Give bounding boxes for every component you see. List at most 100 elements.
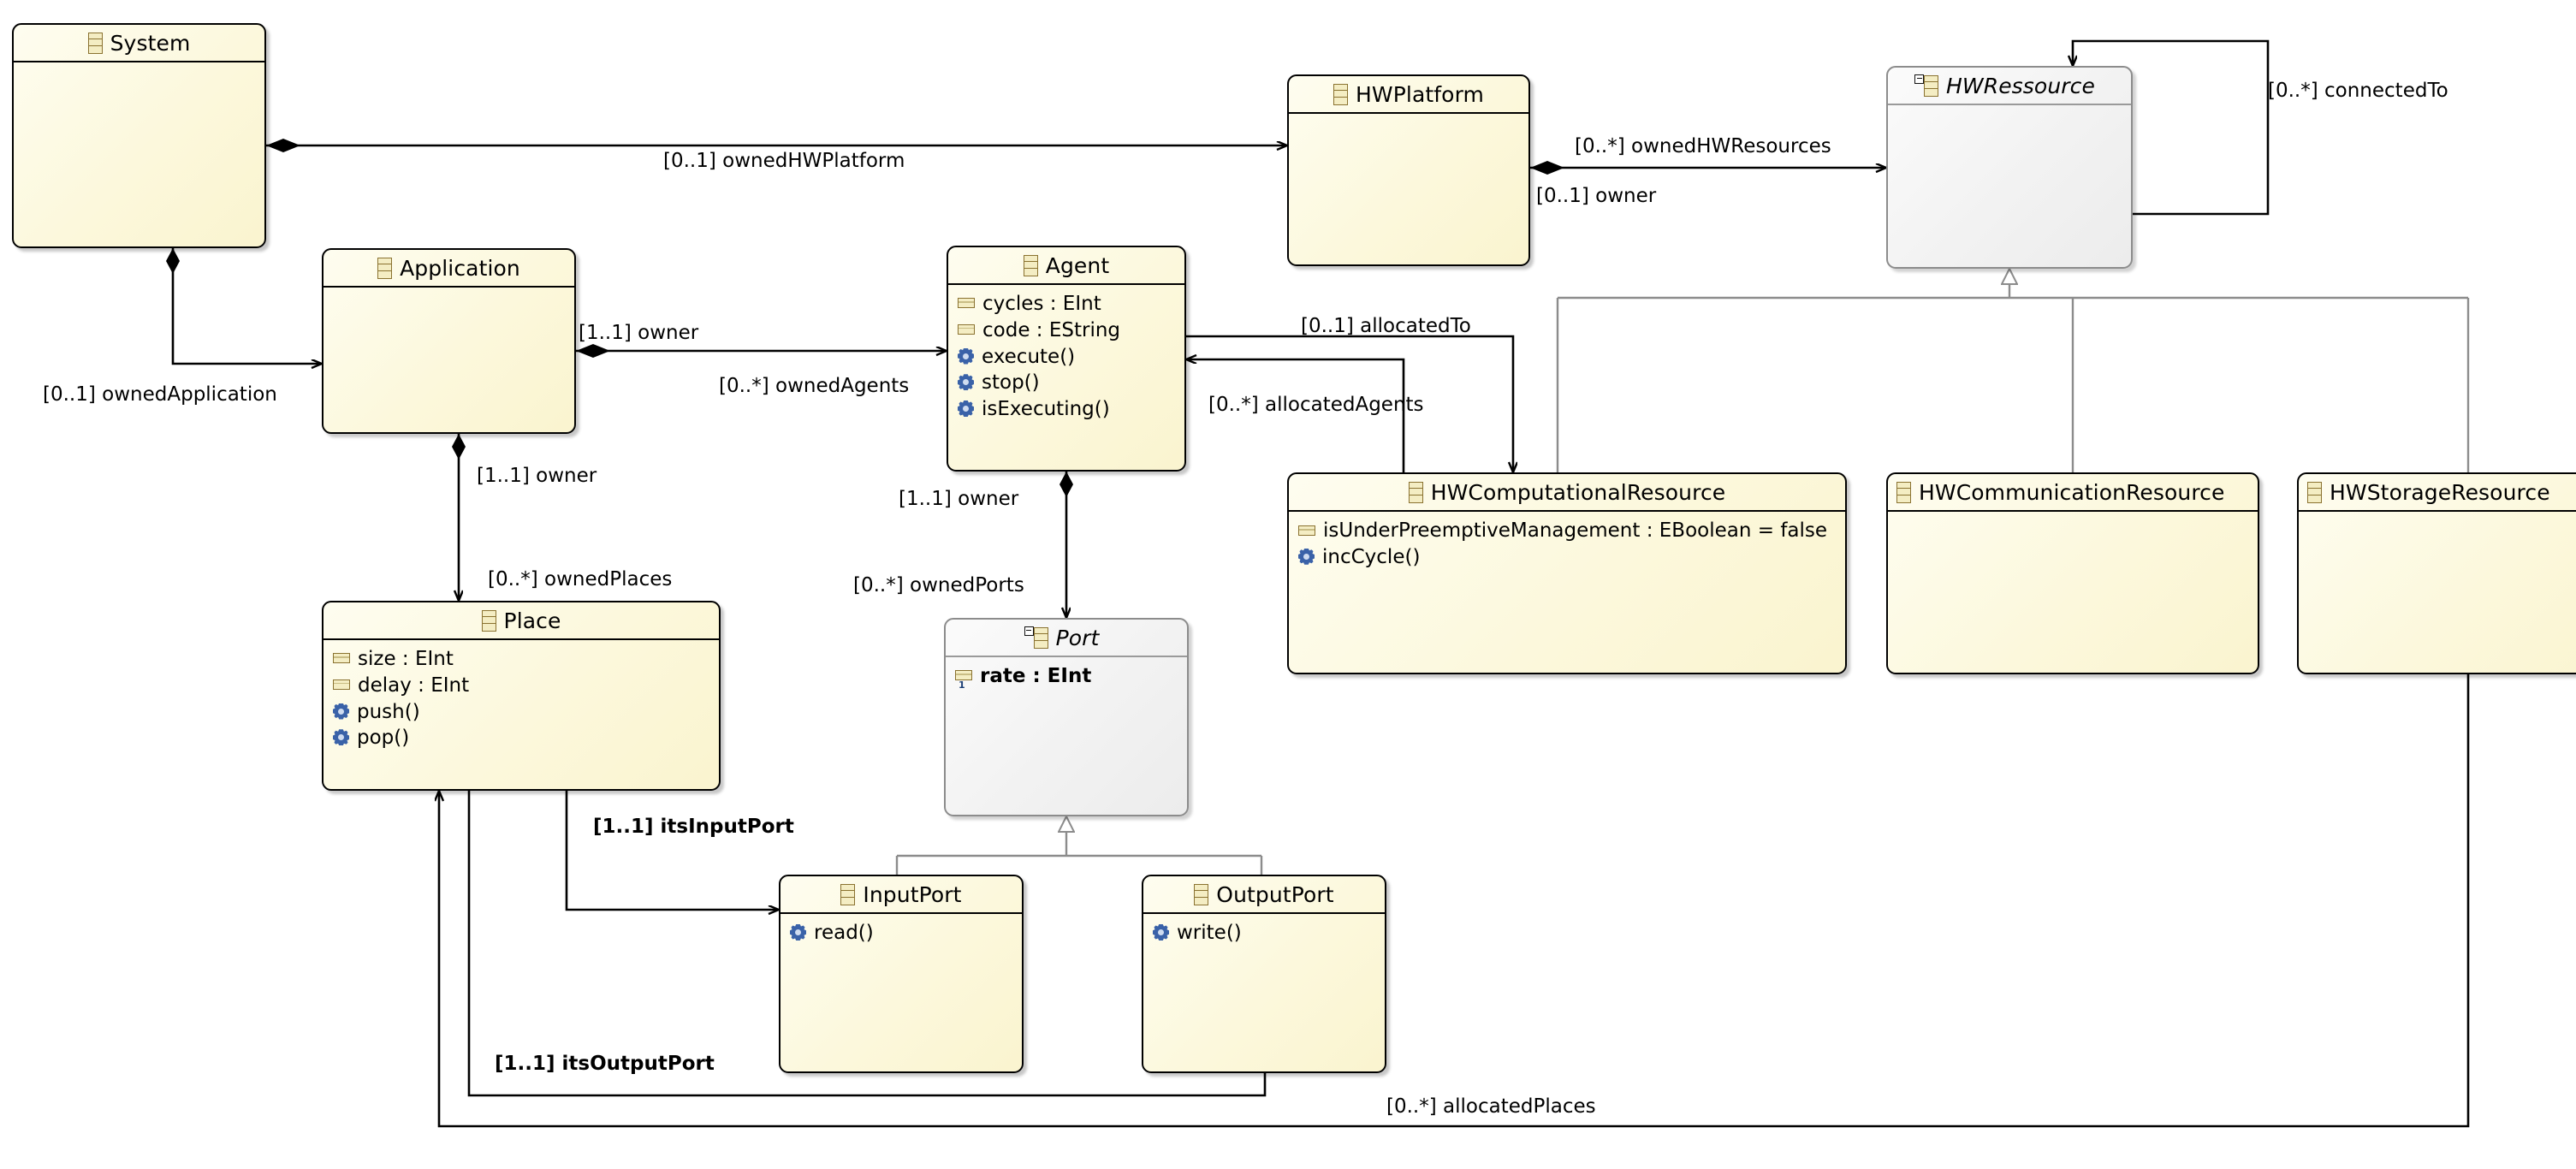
operation-label: write() bbox=[1177, 922, 1242, 944]
class-name-hwcomputationalresource: HWComputationalResource bbox=[1430, 479, 1726, 505]
attribute-row: isUnderPreemptiveManagement : EBoolean =… bbox=[1289, 518, 1845, 544]
class-body-system bbox=[14, 62, 264, 68]
operation-label: stop() bbox=[982, 371, 1040, 395]
class-box-inputport[interactable]: InputPort read() bbox=[779, 875, 1024, 1073]
class-icon bbox=[1023, 254, 1038, 276]
edge-label-allocatedplaces: [0..*] allocatedPlaces bbox=[1386, 1095, 1596, 1118]
operation-label: pop() bbox=[357, 727, 410, 750]
class-box-application[interactable]: Application bbox=[322, 248, 576, 434]
class-box-hwplatform[interactable]: HWPlatform bbox=[1287, 74, 1530, 266]
edge-label-itsinputport: [1..1] itsInputPort bbox=[593, 816, 794, 838]
operation-icon bbox=[958, 374, 974, 390]
class-header-system: System bbox=[14, 25, 264, 62]
edge-label-connectedto: [0..*] connectedTo bbox=[2268, 80, 2448, 102]
edge-label-ownedplaces: [0..*] ownedPlaces bbox=[488, 568, 673, 590]
operation-row: read() bbox=[781, 920, 1022, 946]
edge-hwplatform-ownedhwresources bbox=[1530, 161, 1886, 175]
class-box-system[interactable]: System bbox=[12, 23, 266, 248]
class-icon bbox=[1024, 626, 1048, 649]
class-name-hwstorageresource: HWStorageResource bbox=[2330, 479, 2550, 505]
class-box-hwcomputationalresource[interactable]: HWComputationalResource isUnderPreemptiv… bbox=[1287, 472, 1847, 674]
attribute-label: isUnderPreemptiveManagement : EBoolean =… bbox=[1323, 519, 1828, 542]
class-header-port: Port bbox=[946, 620, 1187, 657]
edge-label-owner-port: [1..1] owner bbox=[899, 488, 1019, 510]
attribute-label: size : EInt bbox=[358, 648, 454, 670]
attribute-icon bbox=[958, 298, 975, 308]
attribute-icon bbox=[958, 323, 975, 335]
class-header-agent: Agent bbox=[948, 247, 1184, 285]
attribute-icon bbox=[955, 670, 972, 690]
class-header-application: Application bbox=[323, 250, 574, 288]
attribute-row: code : EString bbox=[948, 317, 1184, 344]
class-icon bbox=[481, 609, 496, 632]
class-icon bbox=[1408, 481, 1423, 503]
attribute-row: delay : EInt bbox=[323, 673, 719, 699]
operation-row: pop() bbox=[323, 725, 719, 751]
class-body-hwplatform bbox=[1289, 114, 1528, 120]
operation-row: incCycle() bbox=[1289, 544, 1845, 571]
edge-label-owner-hwplatform: [0..1] owner bbox=[1536, 185, 1657, 207]
operation-label: push() bbox=[357, 700, 420, 723]
generalization-port bbox=[895, 816, 1263, 875]
edge-label-allocatedto: [0..1] allocatedTo bbox=[1301, 315, 1471, 337]
class-name-hwcommunicationresource: HWCommunicationResource bbox=[1919, 479, 2225, 505]
class-box-hwcommunicationresource[interactable]: HWCommunicationResource bbox=[1886, 472, 2259, 674]
class-body-outputport: write() bbox=[1143, 914, 1385, 946]
edge-label-ownedapplication: [0..1] ownedApplication bbox=[43, 383, 277, 406]
class-body-hwstorageresource bbox=[2299, 512, 2576, 518]
operation-row: stop() bbox=[948, 370, 1184, 396]
edge-application-ownedagents bbox=[576, 344, 947, 358]
edge-application-ownedplaces bbox=[452, 434, 466, 601]
class-name-port: Port bbox=[1055, 625, 1100, 650]
class-body-hwcommunicationresource bbox=[1888, 512, 2258, 518]
class-name-hwressource: HWRessource bbox=[1946, 73, 2095, 98]
class-body-hwressource bbox=[1888, 105, 2131, 111]
attribute-icon bbox=[333, 653, 350, 663]
class-body-port: rate : EInt bbox=[946, 657, 1187, 690]
edge-hwstorage-allocatedplaces bbox=[439, 674, 2470, 1128]
class-icon bbox=[840, 883, 856, 905]
generalization-hwressource bbox=[1556, 269, 2470, 472]
class-box-outputport[interactable]: OutputPort write() bbox=[1142, 875, 1386, 1073]
class-box-agent[interactable]: Agent cycles : EInt code : EString execu… bbox=[947, 246, 1186, 472]
class-body-agent: cycles : EInt code : EString execute() s… bbox=[948, 285, 1184, 423]
operation-icon bbox=[1298, 549, 1315, 565]
class-body-hwcomputationalresource: isUnderPreemptiveManagement : EBoolean =… bbox=[1289, 512, 1845, 571]
class-name-inputport: InputPort bbox=[863, 881, 962, 907]
operation-label: execute() bbox=[982, 345, 1076, 368]
attribute-row: cycles : EInt bbox=[948, 291, 1184, 317]
class-body-place: size : EInt delay : EInt push() pop() bbox=[323, 640, 719, 751]
operation-icon bbox=[790, 924, 806, 941]
class-name-place: Place bbox=[503, 608, 561, 633]
operation-label: read() bbox=[814, 922, 874, 944]
operation-label: isExecuting() bbox=[982, 398, 1110, 420]
class-header-hwplatform: HWPlatform bbox=[1289, 76, 1528, 114]
operation-row: write() bbox=[1143, 920, 1385, 946]
edge-label-ownedhwresources: [0..*] ownedHWResources bbox=[1575, 135, 1831, 157]
class-box-place[interactable]: Place size : EInt delay : EInt push() po… bbox=[322, 601, 721, 791]
class-box-hwressource[interactable]: HWRessource bbox=[1886, 66, 2133, 269]
edge-label-ownedports: [0..*] ownedPorts bbox=[853, 574, 1024, 596]
operation-label: incCycle() bbox=[1322, 545, 1421, 568]
class-box-port[interactable]: Port rate : EInt bbox=[944, 618, 1189, 816]
class-icon bbox=[1333, 83, 1349, 105]
class-name-outputport: OutputPort bbox=[1216, 881, 1334, 907]
class-body-inputport: read() bbox=[781, 914, 1022, 946]
class-name-hwplatform: HWPlatform bbox=[1356, 81, 1484, 107]
edge-label-owner-place: [1..1] owner bbox=[477, 465, 597, 487]
class-name-agent: Agent bbox=[1045, 252, 1110, 278]
class-icon bbox=[1896, 481, 1911, 503]
edge-system-ownedapplication bbox=[166, 248, 322, 364]
class-header-hwressource: HWRessource bbox=[1888, 68, 2131, 105]
class-box-hwstorageresource[interactable]: HWStorageResource bbox=[2297, 472, 2576, 674]
class-icon bbox=[377, 257, 393, 279]
class-name-application: Application bbox=[400, 255, 520, 281]
edge-agent-ownedports bbox=[1059, 472, 1073, 618]
edge-place-itsinputport bbox=[565, 791, 779, 910]
edge-label-itsoutputport: [1..1] itsOutputPort bbox=[495, 1053, 715, 1075]
operation-icon bbox=[333, 703, 349, 720]
class-header-hwstorageresource: HWStorageResource bbox=[2299, 474, 2576, 512]
class-header-outputport: OutputPort bbox=[1143, 876, 1385, 914]
attribute-label: cycles : EInt bbox=[982, 293, 1101, 315]
